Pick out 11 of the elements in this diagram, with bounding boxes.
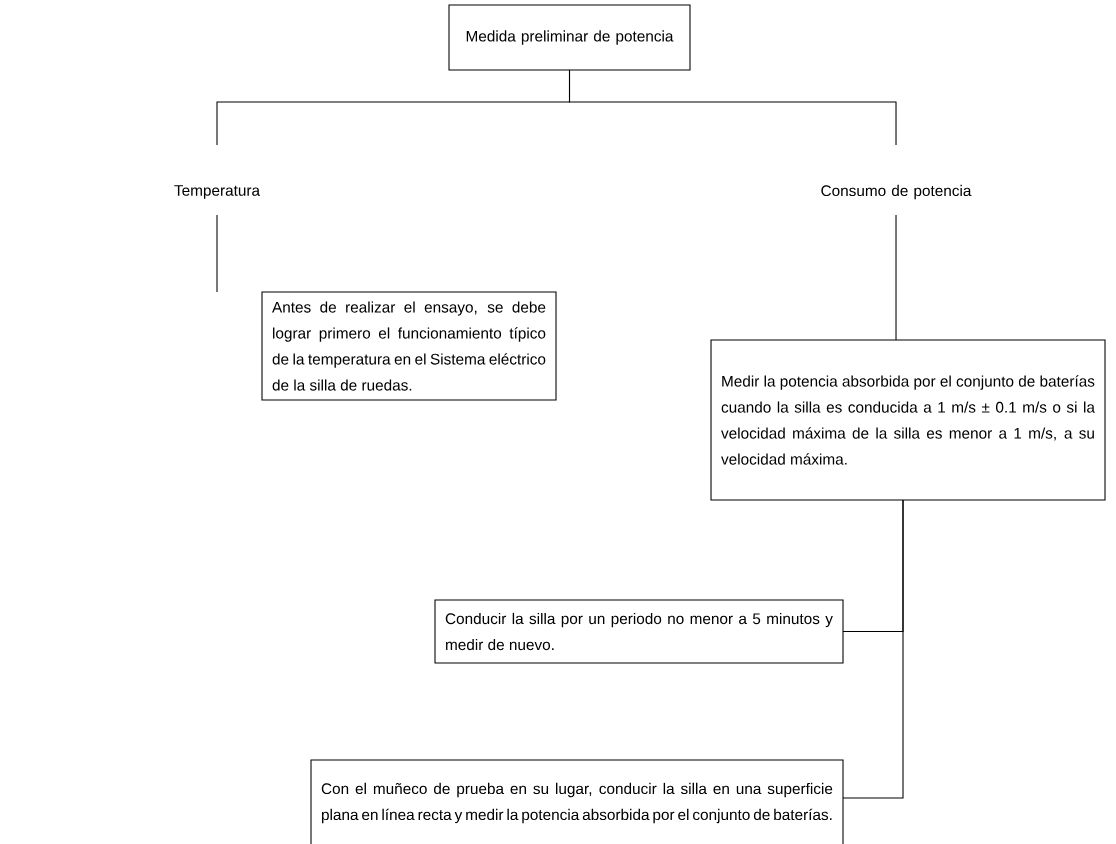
text-box: Medida preliminar de potencia	[448, 4, 691, 71]
text-box: Antes de realizar el ensayo, se debe lograr primero el funcionamiento típico de la temperatura en el Sistema eléctrico de la silla de ruedas.	[261, 291, 557, 401]
text-box: Con el muñeco de prueba en su lugar, conducir la silla en una superficie plana en línea recta y medir la potencia absorbida por el conjunto de baterías.	[310, 759, 844, 844]
connector-line	[216, 214, 218, 293]
connector-line	[842, 499, 904, 799]
heading-text: Temperatura	[174, 185, 261, 199]
text-box: Medir la potencia absorbida por el conjunto de baterías cuando la silla es conducida a 1 m/s ± 0.1 m/s o si la velocidad máxima de la silla es menor a 1 m/s, a su velocidad máxima.	[710, 339, 1106, 501]
text-box: Conducir la silla por un periodo no menor a 5 minutos y medir de nuevo.	[434, 599, 844, 664]
heading-text: Consumo de potencia	[821, 184, 972, 200]
connector-line	[895, 214, 897, 341]
connector-line	[568, 69, 897, 146]
